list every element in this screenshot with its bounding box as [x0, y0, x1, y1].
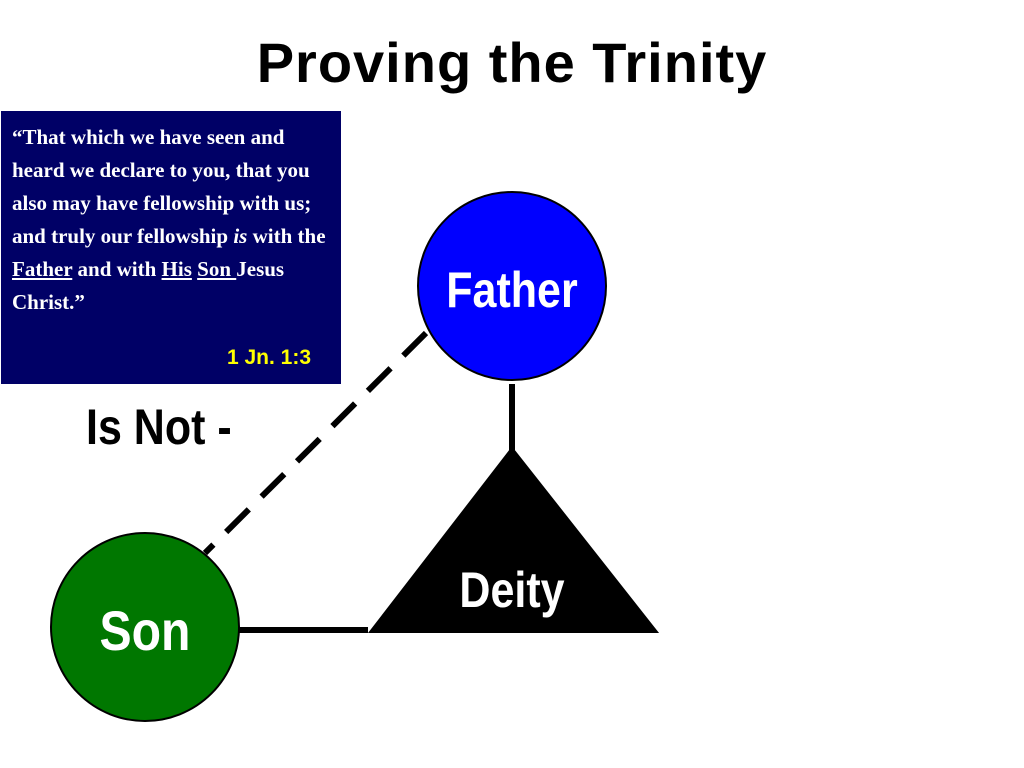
deity-label: Deity [459, 562, 564, 618]
quote-text-mid1: with the [247, 224, 326, 248]
quote-text-close: Jesus Christ.” [12, 257, 285, 314]
is-not-label: Is Not - [86, 399, 232, 455]
father-label: Father [446, 262, 577, 318]
quote-text-open: “That which we have seen and heard we de… [12, 125, 312, 248]
son-label: Son [100, 601, 191, 663]
deity-triangle [367, 446, 660, 633]
quote-text-his: His [161, 257, 192, 281]
scripture-quote-box: “That which we have seen and heard we de… [1, 111, 341, 384]
quote-text-mid2: and with [72, 257, 162, 281]
quote-text-is: is [233, 224, 248, 248]
quote-text-son: Son [197, 257, 237, 281]
son-circle [50, 532, 240, 722]
page-title: Proving the Trinity [256, 31, 768, 94]
father-circle [417, 191, 607, 381]
father-son-dashed-connector [202, 330, 429, 556]
quote-text-father: Father [12, 257, 73, 281]
quote-reference: 1 Jn. 1:3 [226, 346, 311, 369]
